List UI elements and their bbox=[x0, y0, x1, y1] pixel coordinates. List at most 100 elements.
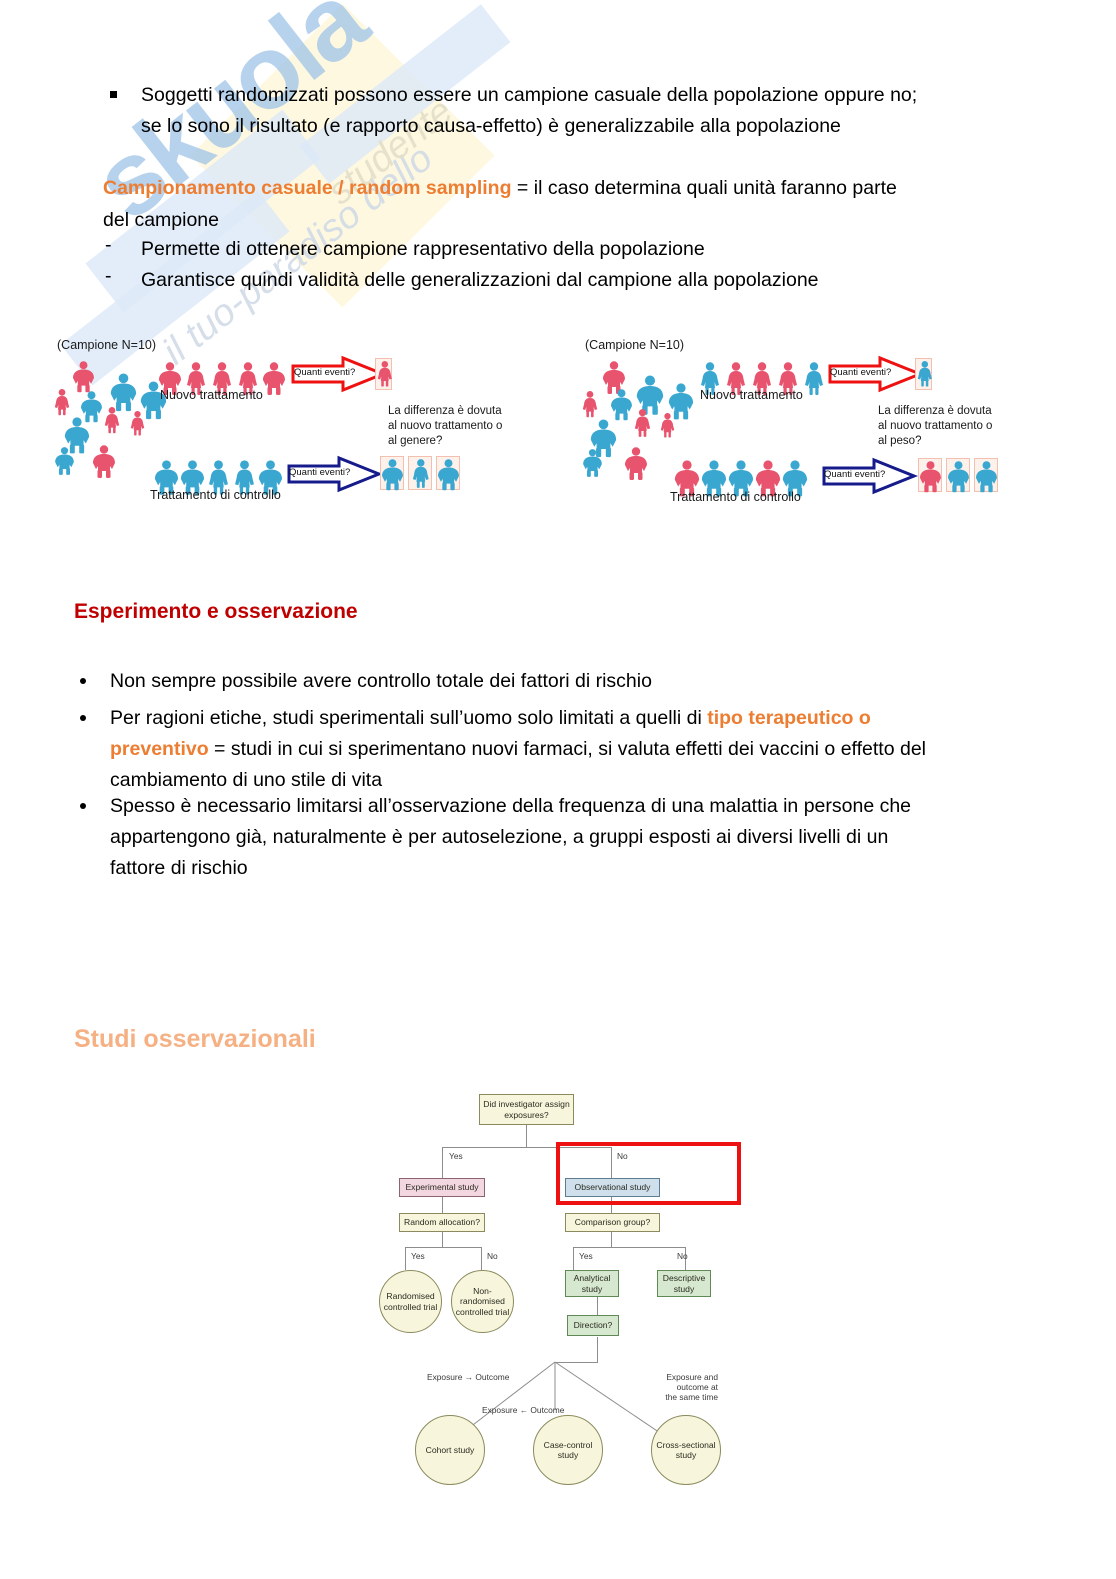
event-person-icon bbox=[412, 459, 429, 488]
flow-edge-cross-l2: outcome at bbox=[676, 1382, 718, 1392]
flow-edge-label-cohort: Exposure → Outcome bbox=[427, 1372, 509, 1382]
experiment-bullet-2-pre: Per ragioni etiche, studi sperimentali s… bbox=[110, 707, 708, 729]
person-icon bbox=[110, 373, 137, 412]
flow-connector bbox=[442, 1147, 443, 1180]
flow-node-direction[interactable]: Direction? bbox=[567, 1315, 619, 1336]
flow-node-non-randomised-controlled-trial[interactable]: Non-randomised controlled trial bbox=[451, 1270, 514, 1333]
page-title-studi-osservazionali: Studi osservazionali bbox=[74, 1025, 316, 1053]
flow-node-cohort-study[interactable]: Cohort study bbox=[415, 1415, 485, 1485]
figure-right-question-l3: al peso? bbox=[878, 435, 922, 447]
flow-node-root[interactable]: Did investigator assign exposures? bbox=[479, 1094, 574, 1125]
person-icon bbox=[701, 460, 727, 497]
flow-connector bbox=[442, 1231, 443, 1247]
flow-connector bbox=[573, 1247, 685, 1248]
flow-connector bbox=[405, 1247, 406, 1270]
person-icon bbox=[235, 460, 254, 495]
event-person-icon bbox=[920, 461, 941, 493]
flow-node-comparison-group[interactable]: Comparison group? bbox=[565, 1213, 660, 1232]
flow-edge-cross-l3: the same time bbox=[665, 1392, 718, 1402]
figure-right-arrow-top-label: Quanti eventi? bbox=[830, 367, 892, 378]
person-icon bbox=[668, 383, 694, 420]
figure-left-control-label: Trattamento di controllo bbox=[150, 488, 281, 502]
flow-node-experimental-study[interactable]: Experimental study bbox=[399, 1178, 485, 1197]
figure-right-event-box-top bbox=[915, 358, 932, 390]
flow-node-descriptive-study[interactable]: Descriptive study bbox=[657, 1270, 711, 1297]
round-bullet-icon bbox=[80, 678, 86, 684]
event-person-icon bbox=[438, 459, 459, 491]
dash-marker-2: - bbox=[105, 265, 112, 287]
person-icon bbox=[611, 389, 632, 421]
experiment-bullet-2-line1: Per ragioni etiche, studi sperimentali s… bbox=[110, 703, 1046, 734]
flow-node-random-allocation[interactable]: Random allocation? bbox=[399, 1213, 485, 1232]
definition-term: Campionamento casuale / random sampling bbox=[103, 177, 512, 199]
person-icon bbox=[55, 447, 74, 475]
event-person-icon bbox=[976, 461, 997, 493]
flow-label-yes-comparison: Yes bbox=[579, 1251, 593, 1261]
experiment-bullet-2-highlight-b: preventivo bbox=[110, 738, 209, 760]
flow-edge-label-case-control: Exposure ← Outcome bbox=[482, 1405, 564, 1415]
person-icon bbox=[674, 460, 700, 497]
figure-right-population-cluster bbox=[582, 361, 694, 480]
flow-node-cross-sectional-study[interactable]: Cross-sectional study bbox=[651, 1415, 721, 1485]
figure-left-event-box-b3 bbox=[436, 456, 460, 491]
figure-left-arrow-top-label: Quanti eventi? bbox=[294, 367, 356, 378]
flow-node-analytical-study[interactable]: Analytical study bbox=[565, 1270, 619, 1297]
event-person-icon bbox=[917, 361, 932, 387]
observational-study-highlight-box bbox=[556, 1142, 741, 1205]
person-icon bbox=[590, 419, 617, 458]
person-icon bbox=[660, 412, 675, 438]
dash-marker-1: - bbox=[105, 234, 112, 256]
square-bullet-icon bbox=[110, 91, 117, 98]
figure-left-question-l1: La differenza è dovuta bbox=[388, 405, 502, 417]
dash-item-2: Garantisce quindi validità delle general… bbox=[141, 269, 819, 291]
figure-right-event-box-b3 bbox=[974, 458, 998, 493]
flow-connector bbox=[481, 1247, 482, 1270]
person-icon bbox=[634, 409, 651, 437]
person-icon bbox=[582, 391, 598, 418]
flow-connector bbox=[611, 1197, 612, 1213]
experiment-bullet-3-line1: Spesso è necessario limitarsi all’osserv… bbox=[110, 795, 912, 817]
person-icon bbox=[976, 461, 997, 493]
person-icon bbox=[782, 460, 808, 497]
flow-connector bbox=[573, 1247, 574, 1270]
event-person-icon bbox=[948, 461, 969, 493]
experiment-bullet-2-line2: preventivo = studi in cui si sperimentan… bbox=[110, 734, 1046, 765]
flow-node-case-control-study[interactable]: Case-control study bbox=[533, 1415, 603, 1485]
flow-label-no-root: No bbox=[617, 1151, 628, 1161]
person-icon bbox=[920, 461, 941, 493]
figure-random-sampling-weight: (Campione N=10) Nuovo trattamento Quanti… bbox=[578, 330, 1068, 530]
person-icon bbox=[209, 460, 228, 495]
flow-label-yes-root: Yes bbox=[449, 1151, 463, 1161]
figure-left-arrow-bottom-label: Quanti eventi? bbox=[289, 467, 351, 478]
figure-right-question-l2: al nuovo trattamento o bbox=[878, 420, 993, 432]
person-icon bbox=[625, 447, 647, 480]
person-icon bbox=[64, 417, 90, 454]
person-icon bbox=[73, 361, 94, 393]
definition-body: = il caso determina quali unità faranno … bbox=[511, 177, 897, 199]
person-icon bbox=[727, 362, 745, 395]
figure-left-question-l2: al nuovo trattamento o bbox=[388, 420, 503, 432]
definition-line: Campionamento casuale / random sampling … bbox=[103, 173, 1048, 204]
figure-left-event-box-top bbox=[375, 358, 392, 390]
flow-connector bbox=[405, 1247, 481, 1248]
figure-left-arrow-top bbox=[291, 355, 388, 393]
flow-edge-cohort-text: Exposure → Outcome bbox=[427, 1372, 510, 1382]
figure-right-arrow-top bbox=[828, 355, 925, 393]
flow-connector bbox=[526, 1125, 527, 1147]
flow-node-observational-study[interactable]: Observational study bbox=[565, 1178, 660, 1197]
flow-edge-label-cross-sectional: Exposure and outcome at the same time bbox=[623, 1372, 718, 1402]
figure-right-treatment-row bbox=[701, 362, 823, 395]
experiment-bullet-3-line3: fattore di rischio bbox=[110, 857, 248, 879]
flow-edge-cross-l1: Exposure and bbox=[666, 1372, 718, 1382]
flow-connector bbox=[597, 1337, 598, 1362]
figure-right-event-box-b2 bbox=[946, 458, 970, 493]
flow-node-randomised-controlled-trial[interactable]: Randomised controlled trial bbox=[379, 1270, 442, 1333]
flow-connector bbox=[555, 1362, 598, 1363]
experiment-bullet-3-line2: appartengono già, naturalmente è per aut… bbox=[110, 826, 889, 848]
experiment-bullet-2-line3: cambiamento di uno stile di vita bbox=[110, 769, 383, 791]
figure-right-sample-label: (Campione N=10) bbox=[585, 338, 685, 352]
flow-connector bbox=[611, 1231, 612, 1247]
person-icon bbox=[636, 375, 664, 415]
person-icon bbox=[438, 459, 459, 491]
